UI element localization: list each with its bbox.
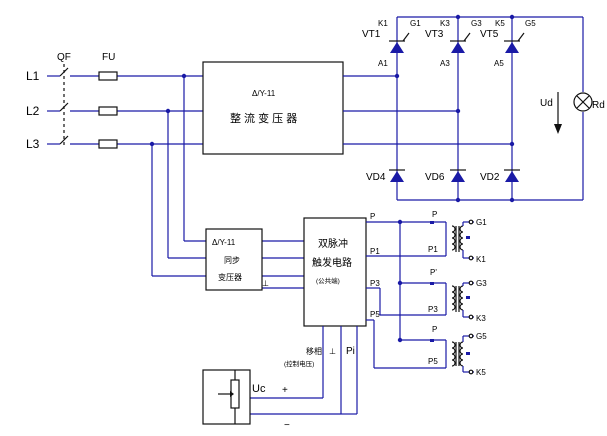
secondary-lines	[343, 73, 515, 147]
label-a5: A5	[494, 59, 504, 68]
pt2-label-p3: P3	[428, 305, 438, 314]
label-rd: Rd	[592, 100, 605, 111]
pt1-label-g: G1	[476, 218, 487, 227]
pulse-circuit-name-1: 双脉冲	[318, 237, 348, 250]
main-transformer-connection: Δ/Y-11	[252, 89, 276, 98]
label-uc: Uc	[252, 383, 266, 395]
label-ud: Ud	[540, 98, 553, 109]
label-k5-top: K5	[495, 19, 505, 28]
sync-feed-lines	[151, 76, 304, 289]
pt2-label-k: K3	[476, 314, 486, 323]
label-k3-top: K3	[440, 19, 450, 28]
label-control-voltage: (控制电压)	[284, 359, 314, 368]
sync-transformer-name-2: 变压器	[218, 272, 242, 282]
label-g3-top: G3	[471, 19, 482, 28]
input-lines	[47, 64, 203, 149]
pt1-label-k: K1	[476, 255, 486, 264]
bridge-rectifier	[389, 14, 593, 203]
main-transformer-name: 整 流 变 压 器	[230, 111, 297, 125]
pulse-transformer-3	[430, 335, 474, 373]
label-vt1: VT1	[362, 29, 381, 40]
label-ground-symbol: ⊥	[329, 347, 336, 356]
thyristor-vt5	[505, 42, 519, 53]
pt3-label-g: G5	[476, 332, 487, 341]
sync-transformer-connection: Δ/Y-11	[212, 238, 236, 247]
output-p5: P5	[370, 310, 380, 319]
sync-transformer-name-1: 同步	[224, 256, 240, 265]
pt1-label-p1: P1	[428, 245, 438, 254]
label-l2: L2	[26, 104, 40, 118]
thyristor-vt1	[390, 42, 404, 53]
output-p3: P3	[370, 279, 380, 288]
pt2-label-g: G3	[476, 279, 487, 288]
sync-transformer	[205, 228, 263, 291]
pulse-output-wires	[366, 219, 446, 369]
label-qf: QF	[57, 52, 71, 63]
label-vd6: VD6	[425, 172, 445, 183]
output-p: P	[370, 212, 375, 221]
pt3-label-k: K5	[476, 368, 486, 377]
label-fu: FU	[102, 52, 115, 63]
label-a3: A3	[440, 59, 450, 68]
label-g5-top: G5	[525, 19, 536, 28]
label-vd4: VD4	[366, 172, 386, 183]
pulse-circuit-name-2: 触发电路	[312, 256, 352, 269]
fuse-l1	[98, 71, 118, 81]
diode-vd2	[505, 171, 519, 182]
ud-arrow-icon	[554, 124, 562, 134]
label-pi: Pi	[346, 346, 355, 357]
label-vd2: VD2	[480, 172, 500, 183]
pulse-common-label: (公共端)	[316, 276, 340, 285]
label-l3: L3	[26, 137, 40, 151]
label-minus: −	[284, 420, 290, 431]
label-vt5: VT5	[480, 29, 499, 40]
label-k1-top: K1	[378, 19, 388, 28]
label-g1-top: G1	[410, 19, 421, 28]
fuse-l2	[98, 106, 118, 116]
pt3-label-p: P	[432, 325, 437, 334]
pt2-label-p: P'	[430, 268, 437, 277]
label-l1: L1	[26, 69, 40, 83]
double-pulse-trigger	[303, 217, 367, 327]
thyristor-vt3	[451, 42, 465, 53]
pt3-label-p5: P5	[428, 357, 438, 366]
control-voltage-circuit	[202, 326, 358, 425]
label-a1: A1	[378, 59, 388, 68]
label-plus: +	[282, 385, 288, 396]
diode-vd4	[390, 171, 404, 182]
label-shift-phase: 移相	[306, 346, 322, 356]
pt1-label-p: P	[432, 210, 437, 219]
diode-vd6	[451, 171, 465, 182]
fuse-l3	[98, 139, 118, 149]
output-p1: P1	[370, 247, 380, 256]
rectifier-transformer	[202, 61, 344, 155]
label-vt3: VT3	[425, 29, 444, 40]
sync-ground-symbol: ⊥	[262, 279, 269, 288]
